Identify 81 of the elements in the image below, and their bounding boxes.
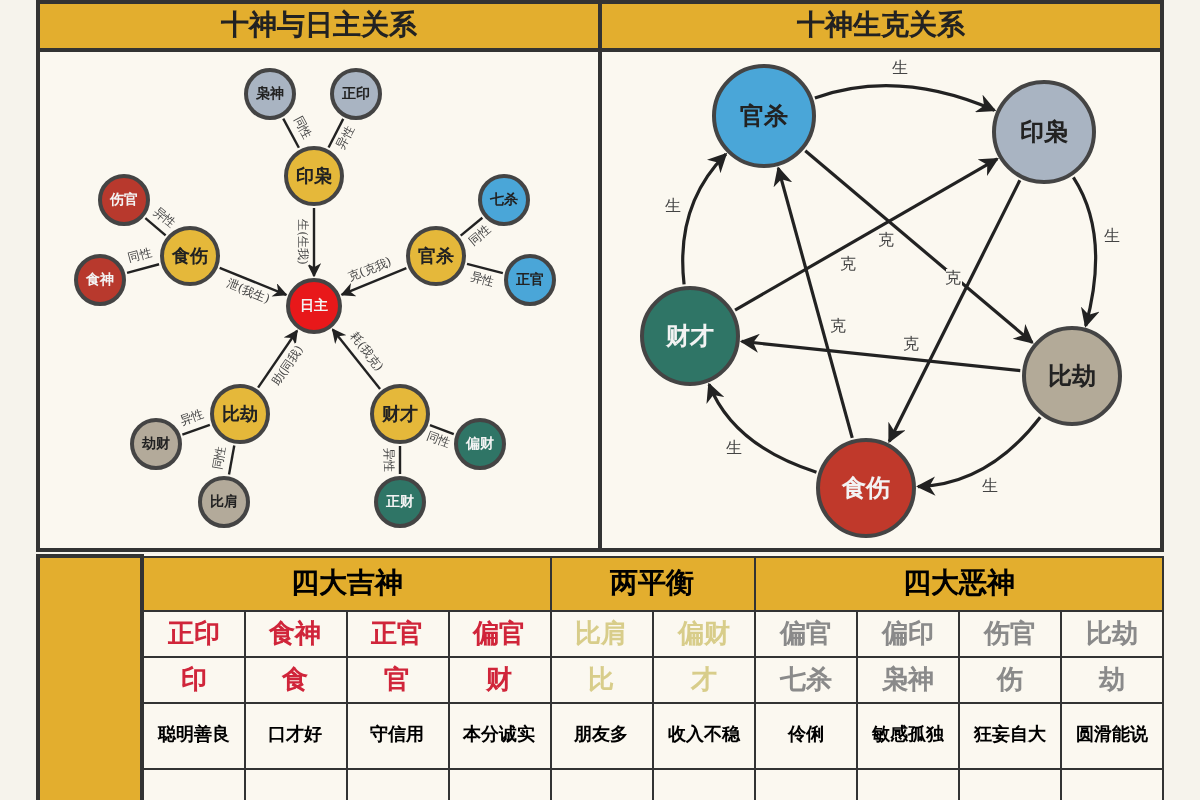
- connector-line: [126, 263, 160, 274]
- table-cell: 偏印: [856, 610, 959, 656]
- edge-label: 生: [981, 476, 998, 495]
- table-cell: 比劫: [1060, 610, 1163, 656]
- table-header: 两平衡: [550, 556, 755, 610]
- table-header: 四大恶神: [754, 556, 1163, 610]
- table-cell: 本分诚实: [448, 702, 551, 768]
- edge-label: 克: [945, 268, 962, 287]
- connector-line: [429, 424, 455, 436]
- table-header: 四大吉神: [142, 556, 551, 610]
- connector-line: [327, 118, 345, 149]
- table-cell: 圆滑能说: [1060, 702, 1163, 768]
- table-cell: 敏感孤独: [856, 702, 959, 768]
- edge-label: 生: [665, 196, 682, 215]
- table-cell: 比肩: [550, 610, 653, 656]
- circle-node: 食伤: [816, 438, 916, 538]
- table-cell: 朋友多: [550, 702, 653, 768]
- table-cell: 比: [550, 656, 653, 702]
- table-cell: 偏财: [652, 610, 755, 656]
- edge-label: 生: [725, 438, 742, 457]
- table-cell: 口才好: [244, 702, 347, 768]
- table-cell: 守信用: [346, 702, 449, 768]
- arrow: [707, 382, 817, 474]
- table-cell: 伤官: [958, 610, 1061, 656]
- table-cell: 七杀: [754, 656, 857, 702]
- arrow: [219, 266, 288, 297]
- table-cell: 食: [244, 656, 347, 702]
- arrow: [814, 84, 997, 113]
- connector-line: [144, 217, 167, 237]
- arrow: [887, 179, 1022, 444]
- circle-node: 印枭: [992, 80, 1096, 184]
- connector-line: [466, 262, 504, 275]
- circle-node: 官杀: [406, 226, 466, 286]
- table-cell: 聪明善良: [142, 702, 245, 768]
- table-cell: 劫: [1060, 656, 1163, 702]
- circle-node: 食伤: [160, 226, 220, 286]
- panel-title: 十神生克关系: [602, 4, 1160, 52]
- arrow: [734, 157, 999, 312]
- table-cell: 伶俐: [754, 702, 857, 768]
- edge-label: 生: [891, 59, 908, 78]
- connector-line: [181, 423, 211, 436]
- circle-node: 比劫: [1022, 326, 1122, 426]
- edge-label: 克: [877, 230, 894, 249]
- arrow: [257, 329, 299, 389]
- connector-line: [459, 216, 484, 237]
- arrow: [306, 208, 322, 278]
- table-cell: 正印: [142, 610, 245, 656]
- edge-label: 克: [839, 254, 856, 273]
- circle-node: 财才: [640, 286, 740, 386]
- arrow: [681, 152, 728, 285]
- arrow: [773, 166, 854, 439]
- arrow: [331, 328, 381, 390]
- table-cell: 狂妄自大: [958, 702, 1061, 768]
- circle-node: 比劫: [210, 384, 270, 444]
- panel: [598, 0, 1164, 552]
- table-cell: 枭神: [856, 656, 959, 702]
- arrow: [804, 149, 1034, 344]
- arrow: [1072, 176, 1100, 328]
- table-cell: 印: [142, 656, 245, 702]
- table-cell: 偏官: [754, 610, 857, 656]
- table-cell: 伤: [958, 656, 1061, 702]
- connector-line: [398, 446, 402, 474]
- table-cell: 偏官: [448, 610, 551, 656]
- arrow: [739, 333, 1021, 373]
- panel: [36, 0, 602, 552]
- edge-label: 克: [830, 316, 847, 335]
- table-cell: 正官: [346, 610, 449, 656]
- connector-line: [227, 445, 236, 475]
- edge-label: 生: [1103, 227, 1120, 246]
- arrow: [340, 267, 407, 297]
- table-cell: 财: [448, 656, 551, 702]
- table-cell: 食神: [244, 610, 347, 656]
- table-cell: 收入不稳: [652, 702, 755, 768]
- connector-line: [282, 118, 300, 149]
- table-cell: 官: [346, 656, 449, 702]
- table-cell: 才: [652, 656, 755, 702]
- circle-node: 印枭: [284, 146, 344, 206]
- edge-label: 克: [902, 334, 919, 352]
- arrow: [916, 416, 1042, 495]
- panel-title: 十神与日主关系: [40, 4, 598, 52]
- circle-node: 官杀: [712, 64, 816, 168]
